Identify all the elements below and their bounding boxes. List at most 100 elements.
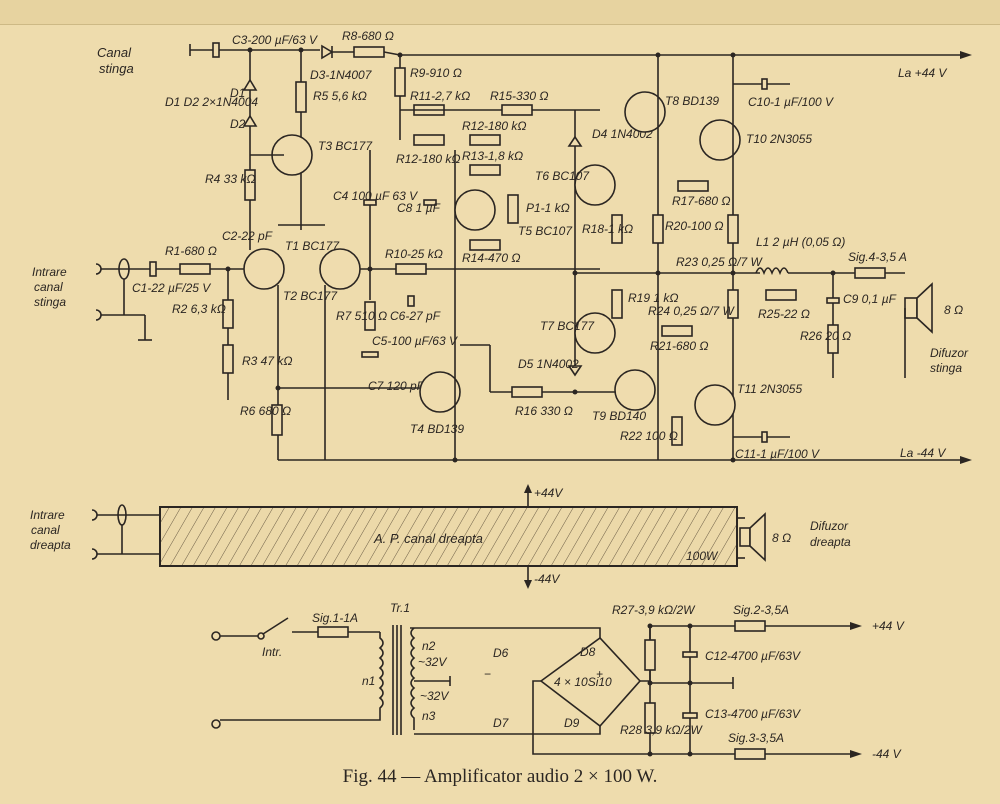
r24-label: R24 0,25 Ω/7 W	[648, 304, 736, 318]
potentiometer-r3	[222, 344, 234, 374]
resistor-r10	[395, 263, 427, 275]
r16-label: R16 330 Ω	[515, 404, 573, 418]
d1d2-label: D1 D2 2×1N4004	[165, 95, 258, 109]
c9-label: C9 0,1 µF	[843, 292, 897, 306]
resistor-r21	[661, 325, 693, 337]
fuse3-label: Sig.3-3,5A	[728, 731, 784, 745]
r12b-label: R12-180 kΩ	[462, 119, 527, 133]
t6-label: T6 BC107	[535, 169, 590, 183]
junction-dots	[225, 47, 836, 757]
right-input-label-3: dreapta	[30, 538, 71, 552]
right-input-ground-jack-icon[interactable]	[91, 548, 98, 560]
resistor-r13	[469, 164, 501, 176]
resistor-r15	[501, 104, 533, 116]
t5-label: T5 BC107	[518, 224, 573, 238]
capacitor-c10	[761, 78, 768, 90]
resistor-r22	[671, 416, 683, 446]
r11-label: R11-2,7 kΩ	[410, 89, 470, 103]
input-label-3: stinga	[34, 295, 66, 309]
transformer-primary	[220, 632, 384, 721]
figure-caption: Fig. 44 — Amplificator audio 2 × 100 W.	[342, 766, 658, 787]
capacitor-c12	[682, 651, 698, 658]
r22-label: R22 100 Ω	[620, 429, 678, 443]
bridge-label: 4 × 10Si10	[554, 675, 612, 689]
transformer-secondary	[410, 627, 416, 730]
c8-label: C8 1 µF	[397, 201, 441, 215]
block-label: A. P. canal dreapta	[373, 531, 483, 546]
page-fold	[0, 0, 1000, 25]
l1-label: L1 2 µH (0,05 Ω)	[756, 235, 845, 249]
inductor-l1	[755, 267, 789, 276]
input-ground-jack-icon[interactable]	[95, 309, 102, 321]
r5-label: R5 5,6 kΩ	[313, 89, 367, 103]
resistor-r2	[222, 299, 234, 329]
diode-d6-label: D6	[493, 646, 509, 660]
d5-label: D5 1N4002	[518, 357, 579, 371]
c3-label: C3-200 µF/63 V	[232, 33, 318, 47]
t9-label: T9 BD140	[592, 409, 646, 423]
capacitor-c4	[363, 199, 377, 206]
c7-label: C7 120 pF	[368, 379, 425, 393]
t11-label: T11 2N3055	[737, 382, 802, 396]
transistor-t4	[419, 371, 461, 413]
r3-label: R3 47 kΩ	[242, 354, 292, 368]
d1-label: D1	[230, 86, 245, 100]
r6-label: R6 680 Ω	[240, 404, 291, 418]
diode-d4	[567, 135, 583, 147]
r13-label: R13-1,8 kΩ	[462, 149, 523, 163]
bridge-plus: +	[596, 667, 603, 681]
c2-label: C2-22 pF	[222, 229, 273, 243]
switch-pivot	[257, 632, 265, 640]
resistor-r17	[677, 180, 709, 192]
block-supply-neg: -44V	[534, 572, 560, 586]
r20-label: R20-100 Ω	[665, 219, 724, 233]
d3-label: D3-1N4007	[310, 68, 373, 82]
transistor-t5	[454, 189, 496, 231]
capacitor-c5	[361, 351, 379, 358]
r28-label: R28 3,9 kΩ/2W	[620, 723, 704, 737]
input-jack-icon[interactable]	[95, 263, 102, 275]
c4-label: C4 100 µF 63 V	[333, 189, 418, 203]
resistor-r26	[827, 324, 839, 354]
resistor-r1	[179, 263, 211, 275]
right-speaker-impedance: 8 Ω	[772, 531, 791, 545]
transistor-t1	[243, 248, 285, 290]
resistor-r20	[652, 214, 664, 244]
voltage-top: ~32V	[418, 655, 447, 669]
diode-d3	[321, 44, 334, 60]
speaker-icon	[904, 282, 933, 334]
right-speaker-label-2: dreapta	[810, 535, 851, 549]
potentiometer-p1	[507, 194, 519, 224]
right-input-jack-icon[interactable]	[91, 509, 98, 521]
resistor-r25	[765, 289, 797, 301]
r10-label: R10-25 kΩ	[385, 247, 443, 261]
resistor-r23	[727, 214, 739, 244]
speaker-label-2: stinga	[930, 361, 962, 375]
c6-label: C6-27 pF	[390, 309, 441, 323]
r8-label: R8-680 Ω	[342, 29, 394, 43]
speaker-label-1: Difuzor	[930, 346, 969, 360]
diode-d7-label: D7	[493, 716, 510, 730]
power-switch[interactable]	[262, 617, 289, 635]
resistor-r24	[727, 289, 739, 319]
transistor-t10	[699, 119, 741, 161]
fuse-sig2	[734, 620, 766, 632]
input-label-2: canal	[34, 280, 63, 294]
diode-d8-label: D8	[580, 645, 596, 659]
resistor-r12a	[413, 134, 445, 146]
diode-d1	[242, 78, 258, 91]
arrow-icon	[960, 456, 972, 464]
r26-label: R26 20 Ω	[800, 329, 851, 343]
t4-label: T4 BD139	[410, 422, 464, 436]
channel-title-line1: Canal	[97, 45, 132, 60]
p1-label: P1-1 kΩ	[526, 201, 570, 215]
diode-d9-label: D9	[564, 716, 580, 730]
potentiometer-r18	[611, 214, 623, 244]
out-pos-label: +44 V	[872, 619, 905, 633]
transistor-t8	[624, 91, 666, 133]
wire	[414, 726, 601, 735]
capacitor-c9	[826, 297, 840, 304]
right-speaker-label-1: Difuzor	[810, 519, 849, 533]
secondary-bottom-label: n3	[422, 709, 436, 723]
